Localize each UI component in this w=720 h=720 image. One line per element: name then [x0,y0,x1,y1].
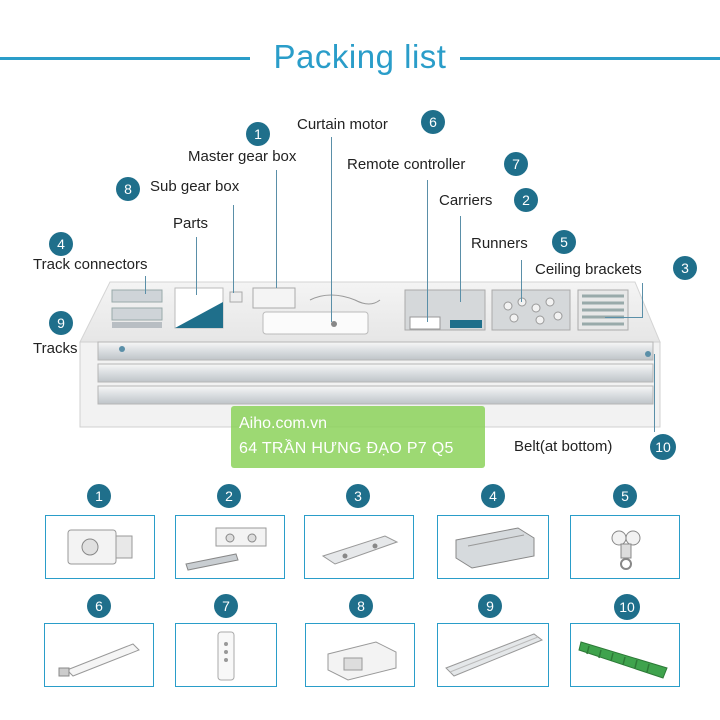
thumb-track-connector [437,515,549,579]
title-rule-left [0,57,250,60]
thumb-number-3: 3 [346,484,370,508]
track-connectors-item [111,289,163,328]
badge-track-connectors: 4 [49,232,73,256]
thumb-sub-gear-box [305,623,415,687]
badge-remote-controller: 7 [504,152,528,176]
thumb-number-10: 10 [614,594,640,620]
label-belt: Belt(at bottom) [514,438,613,455]
thumb-number-8: 8 [349,594,373,618]
thumb-number-1: 1 [87,484,111,508]
belt-icon [578,641,668,679]
label-tracks: Tracks [33,340,78,357]
badge-curtain-motor: 6 [421,110,445,134]
sub-gear-box-icon [327,641,397,681]
thumb-belt [570,623,680,687]
badge-master-gear-box: 1 [246,122,270,146]
thumb-track [437,623,549,687]
leader-remote-controller [427,180,428,322]
label-runners: Runners [471,235,528,252]
thumb-number-5: 5 [613,484,637,508]
master-gear-box-icon [67,529,133,565]
thumb-ceiling-bracket [304,515,414,579]
thumb-number-4: 4 [481,484,505,508]
badge-sub-gear-box: 8 [116,177,140,201]
watermark-site: Aiho.com.vn [239,415,328,432]
label-master-gear-box: Master gear box [188,148,297,165]
page-title: Packing list [273,38,447,75]
track-connector-icon [455,527,535,569]
thumb-runner [570,515,680,579]
leader-ceiling-brackets [642,283,643,318]
thumb-remote-controller [175,623,277,687]
carrier-icon [185,527,267,571]
leader-ceiling-brackets-h [605,317,643,318]
label-ceiling-brackets: Ceiling brackets [535,261,642,278]
leader-curtain-motor [331,137,332,322]
runner-icon [611,530,641,570]
label-curtain-motor: Curtain motor [297,116,388,133]
thumb-number-6: 6 [87,594,111,618]
leader-runners [521,260,522,302]
tracks-item [97,341,654,405]
badge-tracks: 9 [49,311,73,335]
watermark-banner: Aiho.com.vn 64 TRẦN HƯNG ĐẠO P7 Q5 [231,406,485,468]
leader-master-gear-box [276,170,277,288]
title-rule-right [460,57,720,60]
watermark-address: 64 TRẦN HƯNG ĐẠO P7 Q5 [239,440,454,457]
label-parts: Parts [173,215,209,232]
badge-carriers: 2 [514,188,538,212]
badge-belt: 10 [650,434,676,460]
thumb-master-gear-box [45,515,155,579]
track-icon [445,633,544,677]
label-track-connectors: Track connectors [33,256,148,273]
ceiling-bracket-icon [321,535,399,565]
leader-carriers [460,216,461,302]
thumb-number-9: 9 [478,594,502,618]
label-carriers: Carriers [439,192,493,209]
badge-runners: 5 [552,230,576,254]
curtain-motor-icon [58,643,140,677]
leader-parts [196,237,197,295]
thumb-number-7: 7 [214,594,238,618]
leader-sub-gear-box [233,205,234,293]
badge-ceiling-brackets: 3 [673,256,697,280]
label-sub-gear-box: Sub gear box [150,178,240,195]
thumb-number-2: 2 [217,484,241,508]
thumb-curtain-motor [44,623,154,687]
leader-belt [654,354,655,432]
thumb-carrier [175,515,285,579]
label-remote-controller: Remote controller [347,156,466,173]
leader-track-connectors [145,276,146,294]
remote-controller-icon [217,631,235,681]
